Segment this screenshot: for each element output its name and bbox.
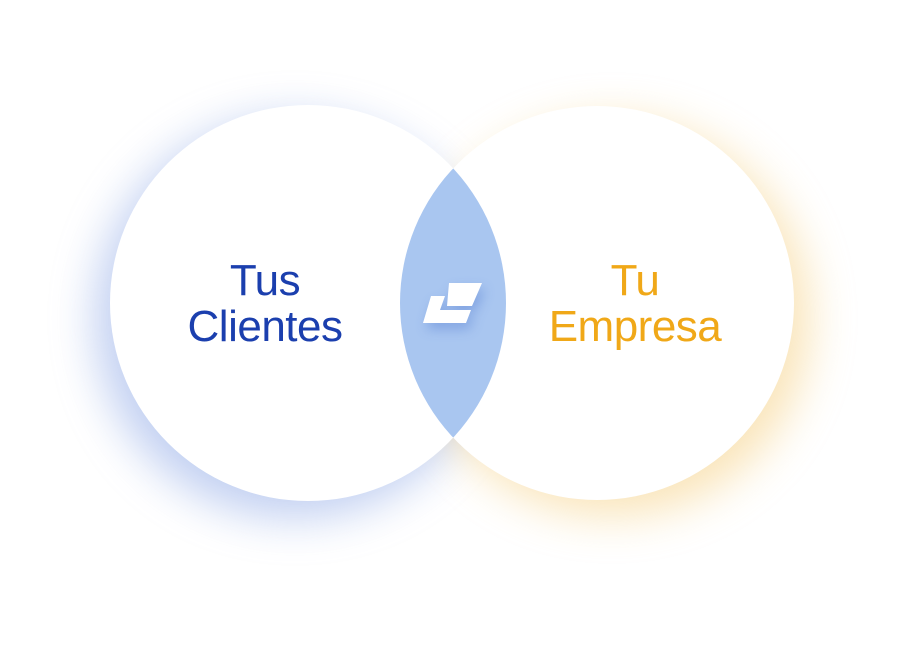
brand-logo-icon bbox=[423, 283, 485, 329]
right-circle-label: Tu Empresa bbox=[530, 258, 740, 350]
right-label-line2: Empresa bbox=[548, 302, 722, 351]
right-circle bbox=[400, 106, 794, 500]
left-circle bbox=[110, 105, 506, 501]
left-label-line2: Clientes bbox=[187, 302, 343, 351]
left-label-line1: Tus bbox=[229, 256, 301, 305]
left-circle-label: Tus Clientes bbox=[160, 258, 370, 350]
right-label-line1: Tu bbox=[610, 256, 660, 305]
